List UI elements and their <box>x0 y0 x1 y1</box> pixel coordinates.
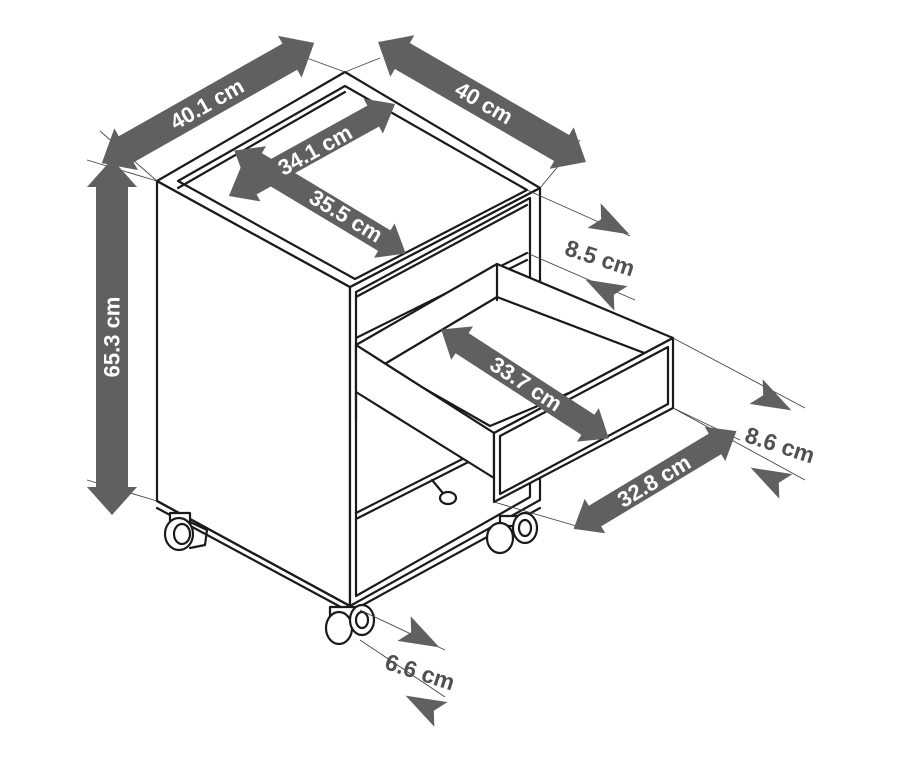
dimension-arrow-drawer-inner-width <box>441 326 609 442</box>
label-shelf-height: 8.5 cm <box>562 235 638 282</box>
dimension-arrow-drawer-depth <box>573 426 737 534</box>
drawer-knob <box>430 478 458 506</box>
dimension-arrow-inner-width <box>234 146 406 258</box>
label-drawer-depth: 32.8 cm <box>613 449 695 512</box>
dimension-arrowheads-caster-height <box>397 616 448 727</box>
label-caster-height: 6.6 cm <box>382 649 458 696</box>
dimension-arrowheads-shelf-height <box>585 203 630 311</box>
caster-right <box>485 511 539 555</box>
label-height: 65.3 cm <box>100 297 125 378</box>
dimension-arrow-width-top <box>378 35 586 169</box>
caster-left <box>163 511 209 552</box>
dimension-arrow-depth-side <box>101 35 315 171</box>
drawer-front-inner <box>498 345 670 496</box>
top-recess-edge <box>176 90 347 190</box>
caster-front <box>324 603 376 646</box>
dimension-arrowheads-drawer-front <box>749 379 793 499</box>
label-drawer-front-height: 8.6 cm <box>742 422 818 469</box>
dimension-arrows <box>87 35 793 727</box>
dimension-arrow-height <box>87 159 137 515</box>
label-width-top: 40 cm <box>451 77 518 130</box>
top-compartment-inner-edge <box>354 203 529 299</box>
cabinet-drawing <box>155 70 675 646</box>
